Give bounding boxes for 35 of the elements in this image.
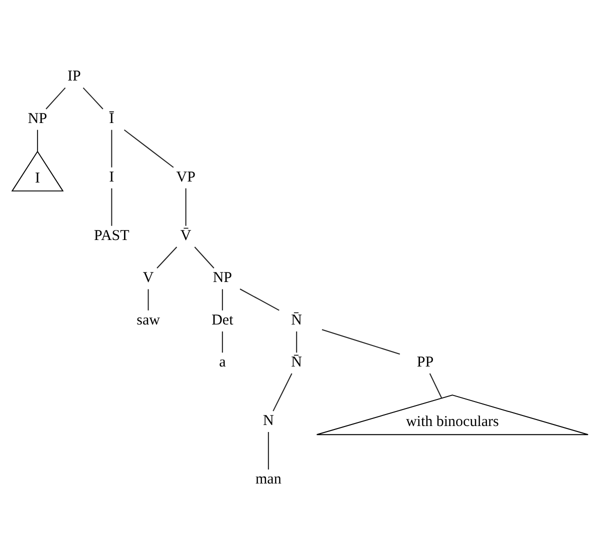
node-text: IP: [67, 68, 81, 84]
connector: [124, 128, 174, 168]
connector: [156, 246, 178, 268]
connector: [268, 432, 269, 470]
node-text: Det: [212, 312, 234, 328]
node-text: V̄: [180, 227, 192, 244]
connector: [429, 372, 442, 398]
connector: [37, 129, 38, 151]
node-text: VP: [176, 168, 196, 185]
connector: [148, 288, 149, 310]
connector: [111, 129, 112, 167]
node-text: N̄: [291, 354, 302, 370]
node-text: N̄: [291, 312, 302, 328]
node-text: N: [263, 412, 274, 429]
node-text: NP: [28, 110, 48, 126]
connector: [296, 330, 298, 352]
connector: [222, 330, 223, 352]
node-text: saw: [136, 312, 160, 328]
connector: [272, 372, 292, 411]
node-text: I: [109, 168, 114, 185]
node-text: V: [142, 270, 154, 286]
node-text: a: [219, 354, 226, 370]
connector: [185, 188, 186, 226]
connector: [46, 86, 66, 109]
connector: [240, 288, 280, 310]
node-text: PAST: [94, 227, 130, 244]
connector: [322, 328, 400, 354]
connector: [194, 246, 214, 268]
connector: [222, 288, 223, 310]
connector: [82, 86, 104, 109]
node-text: man: [256, 470, 282, 487]
node-text: NP: [212, 270, 232, 286]
node-text: PP: [416, 354, 434, 370]
node-text: Ī: [109, 110, 114, 126]
connector: [111, 188, 112, 226]
